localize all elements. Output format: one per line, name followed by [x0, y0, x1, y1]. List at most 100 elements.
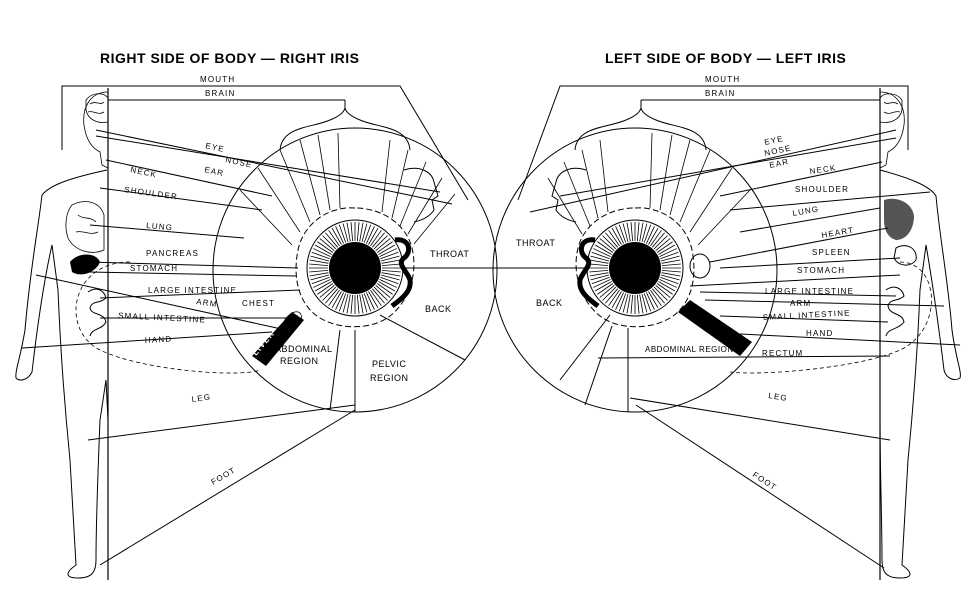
iris-fibre-ray — [615, 226, 624, 244]
line-eye-left-2 — [559, 137, 897, 197]
zone-back-left: BACK — [536, 298, 563, 308]
iris-fibre-ray — [661, 269, 681, 273]
iris-fibre-ray — [591, 251, 610, 260]
iris-fibre-ray — [599, 285, 615, 298]
iris-fibre-ray — [652, 232, 665, 248]
iris-fibre-ray — [313, 248, 331, 257]
label-large-intestine-right: LARGE INTESTINE — [148, 286, 237, 295]
label-hand-right: HAND — [145, 335, 173, 345]
zone-throat-right: THROAT — [430, 249, 469, 259]
label-hand-left: HAND — [806, 329, 833, 338]
iris-fibre-ray — [311, 276, 330, 285]
iris-fibre-ray — [646, 226, 655, 244]
label-lung-right: LUNG — [146, 221, 174, 232]
left-body-figure — [879, 169, 961, 579]
iris-fibre-ray — [375, 285, 391, 298]
iris-fibre-ray — [597, 283, 614, 295]
iris-fibre-ray — [328, 230, 340, 247]
iris-fibre-ray — [636, 294, 640, 314]
left-iris-center — [575, 207, 752, 356]
iris-fibre-ray — [602, 235, 617, 250]
line-arm-left — [704, 299, 945, 307]
iris-fibre-ray — [370, 289, 382, 306]
lung-organ-right — [65, 201, 105, 253]
iris-fibre-ray — [331, 227, 342, 245]
zone-abdominal-left: ABDOMINAL REGION — [645, 345, 734, 354]
iris-fibre-ray — [589, 263, 609, 267]
iris-fibre-ray — [325, 288, 338, 304]
line-neck-left — [719, 161, 883, 197]
label-chest-right: CHEST — [242, 299, 275, 308]
iris-fibre-ray — [611, 227, 622, 245]
line-eye-right-2 — [95, 135, 441, 193]
zone-back-right: BACK — [425, 304, 452, 314]
label-leg-right: LEG — [191, 392, 212, 404]
iris-fibre-ray — [363, 293, 372, 312]
right-body-figure — [15, 169, 109, 579]
iris-fibre-ray — [661, 263, 681, 267]
label-eye-right: EYE — [205, 141, 226, 154]
line-leg-right — [87, 404, 356, 441]
line-shoulder-right — [99, 187, 263, 211]
iris-fibre-ray — [659, 248, 677, 257]
label-eye-left: EYE — [764, 134, 785, 147]
iris-fibre-ray — [309, 269, 329, 273]
iris-fibre-ray — [593, 279, 611, 288]
right-face-profile — [403, 167, 439, 223]
label-brain-right: BRAIN — [205, 89, 235, 98]
iris-fibre-ray — [361, 223, 368, 243]
line-lung-left — [739, 207, 881, 233]
iris-fibre-ray — [630, 222, 634, 242]
left-iris-spokes — [493, 132, 751, 412]
iris-fibre-ray — [366, 292, 375, 310]
label-spleen-left: SPLEEN — [812, 248, 851, 257]
iris-fibre-ray — [380, 251, 399, 260]
line-rectum-left — [597, 355, 891, 359]
label-ear-left: EAR — [769, 157, 790, 170]
iris-fibre-ray — [372, 288, 385, 304]
iris-fibre-ray — [309, 259, 329, 264]
iris-fibre-ray — [342, 293, 349, 313]
iris-fibre-ray — [590, 274, 610, 281]
zone-throat-left: THROAT — [516, 238, 555, 248]
iris-fibre-ray — [626, 222, 631, 242]
spleen-organ-left — [893, 245, 917, 266]
line-stomach-right — [87, 271, 297, 277]
iris-fibre-ray — [328, 289, 340, 306]
iris-fibre-ray — [618, 293, 627, 312]
label-stomach-right: STOMACH — [130, 264, 178, 273]
left-iris-panel: MOUTH BRAIN — [492, 75, 961, 580]
iris-fibre-ray — [346, 294, 351, 314]
iris-fibre-ray — [366, 226, 375, 244]
iris-fibre-ray — [594, 244, 612, 255]
iris-fibre-ray — [381, 272, 401, 277]
line-hand-left — [739, 333, 961, 346]
iris-fibre-ray — [648, 291, 659, 309]
label-shoulder-left: SHOULDER — [795, 185, 849, 194]
iris-fibre-ray — [639, 294, 644, 314]
iris-fibre-ray — [309, 263, 329, 267]
iris-fibre-ray — [641, 293, 648, 313]
iris-fibre-ray — [599, 238, 615, 251]
line-eye-left — [529, 129, 897, 213]
iris-fibre-ray — [317, 241, 334, 253]
iris-fibre-ray — [381, 269, 401, 273]
iris-fibre-ray — [319, 285, 335, 298]
zone-pelvic-right-2: REGION — [370, 373, 409, 383]
iris-fibre-ray — [656, 241, 673, 253]
iris-fibre-ray — [591, 276, 610, 285]
iris-fibre-ray — [342, 223, 349, 243]
iris-fibre-ray — [314, 281, 332, 292]
label-neck-left: NECK — [809, 163, 837, 176]
iris-fibre-ray — [622, 293, 629, 313]
iris-fibre-ray — [593, 248, 611, 257]
iris-fibre-ray — [331, 291, 342, 309]
iris-fibre-ray — [372, 232, 385, 248]
label-ear-right: EAR — [204, 165, 225, 178]
iris-fibre-ray — [639, 222, 644, 242]
label-arm-left: ARM — [790, 299, 811, 308]
iris-fibre-ray — [309, 272, 329, 277]
line-neck-right — [105, 159, 273, 197]
iris-fibre-ray — [648, 227, 659, 245]
iris-fibre-ray — [660, 276, 679, 285]
